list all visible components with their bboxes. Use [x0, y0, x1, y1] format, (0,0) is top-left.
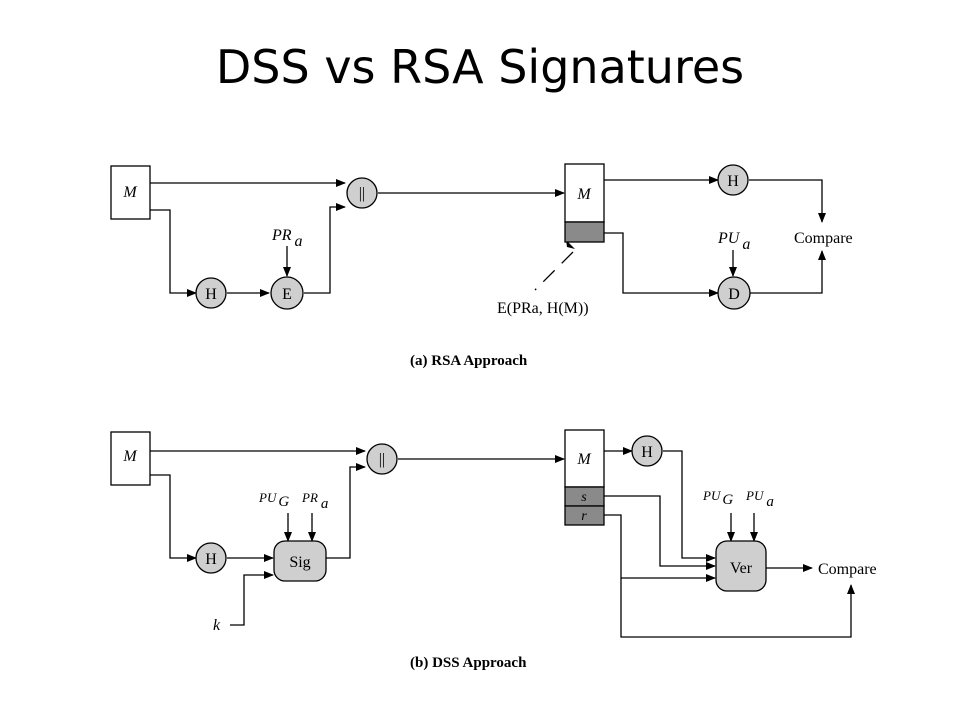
rsa-concat-label: || — [359, 185, 365, 202]
dss-hash-label: H — [205, 551, 217, 568]
rsa-encrypt-label: E — [282, 286, 292, 303]
rsa-hash2-node — [717, 164, 749, 196]
dss-recv-message-label: M — [576, 451, 592, 468]
rsa-encrypt-node — [270, 276, 304, 310]
dss-concat-label: || — [379, 451, 385, 468]
dss-sig-label: Sig — [289, 554, 310, 571]
rsa-caption: (a) RSA Approach — [410, 353, 528, 369]
dss-hash2-label: H — [641, 444, 653, 461]
dss-wire-hash-ver — [663, 450, 716, 562]
rsa-wire-hash-compare — [749, 179, 826, 223]
rsa-hash2-label: H — [727, 173, 739, 190]
slide-title: DSS vs RSA Signatures — [215, 40, 745, 94]
dss-recv-r-box — [564, 505, 605, 526]
rsa-compare-label: Compare — [794, 230, 853, 247]
rsa-hash-label: H — [205, 286, 217, 303]
dss-ver-label: Ver — [730, 560, 753, 577]
rsa-message-box — [110, 165, 151, 220]
dss-r-label: r — [581, 509, 587, 524]
dss-wire-k-sig — [230, 571, 274, 626]
dss-compare-label: Compare — [818, 561, 877, 578]
dss-concat-node — [366, 443, 398, 475]
dss-hash-node — [195, 542, 227, 574]
dss-wire-s-ver — [604, 495, 716, 570]
dss-wire-sig-concat — [326, 463, 366, 559]
rsa-recv-signature-box — [564, 221, 605, 243]
dss-message-label: M — [122, 448, 138, 465]
rsa-decrypt-node — [717, 276, 751, 310]
rsa-wire-sig-decrypt — [604, 232, 719, 297]
dss-recv-message-box — [564, 429, 605, 488]
rsa-annotation-pointer — [534, 251, 574, 291]
rsa-message-label: M — [122, 184, 138, 201]
dss-message-box — [110, 431, 151, 486]
rsa-hash-node — [195, 277, 227, 309]
rsa-annotation-label: E(PRa, H(M)) — [497, 300, 589, 317]
dss-wire-r-ver — [604, 514, 716, 582]
dss-wire-r-compare — [620, 578, 855, 638]
rsa-wire-encrypt-concat — [304, 203, 346, 294]
rsa-concat-node — [346, 177, 378, 209]
dss-hash2-node — [631, 435, 663, 467]
rsa-wire-m-hash — [150, 209, 197, 297]
dss-caption: (b) DSS Approach — [410, 655, 527, 671]
rsa-decrypt-label: D — [728, 286, 740, 303]
dss-s-label: s — [581, 490, 587, 505]
rsa-wire-decrypt-compare — [750, 250, 826, 294]
dss-wire-m-hash — [150, 474, 197, 562]
dss-sig-node — [273, 540, 327, 582]
dss-ver-node — [715, 540, 767, 592]
rsa-recv-message-label: M — [576, 186, 592, 203]
dss-k-label: k — [213, 617, 221, 634]
rsa-recv-message-box — [564, 163, 605, 223]
